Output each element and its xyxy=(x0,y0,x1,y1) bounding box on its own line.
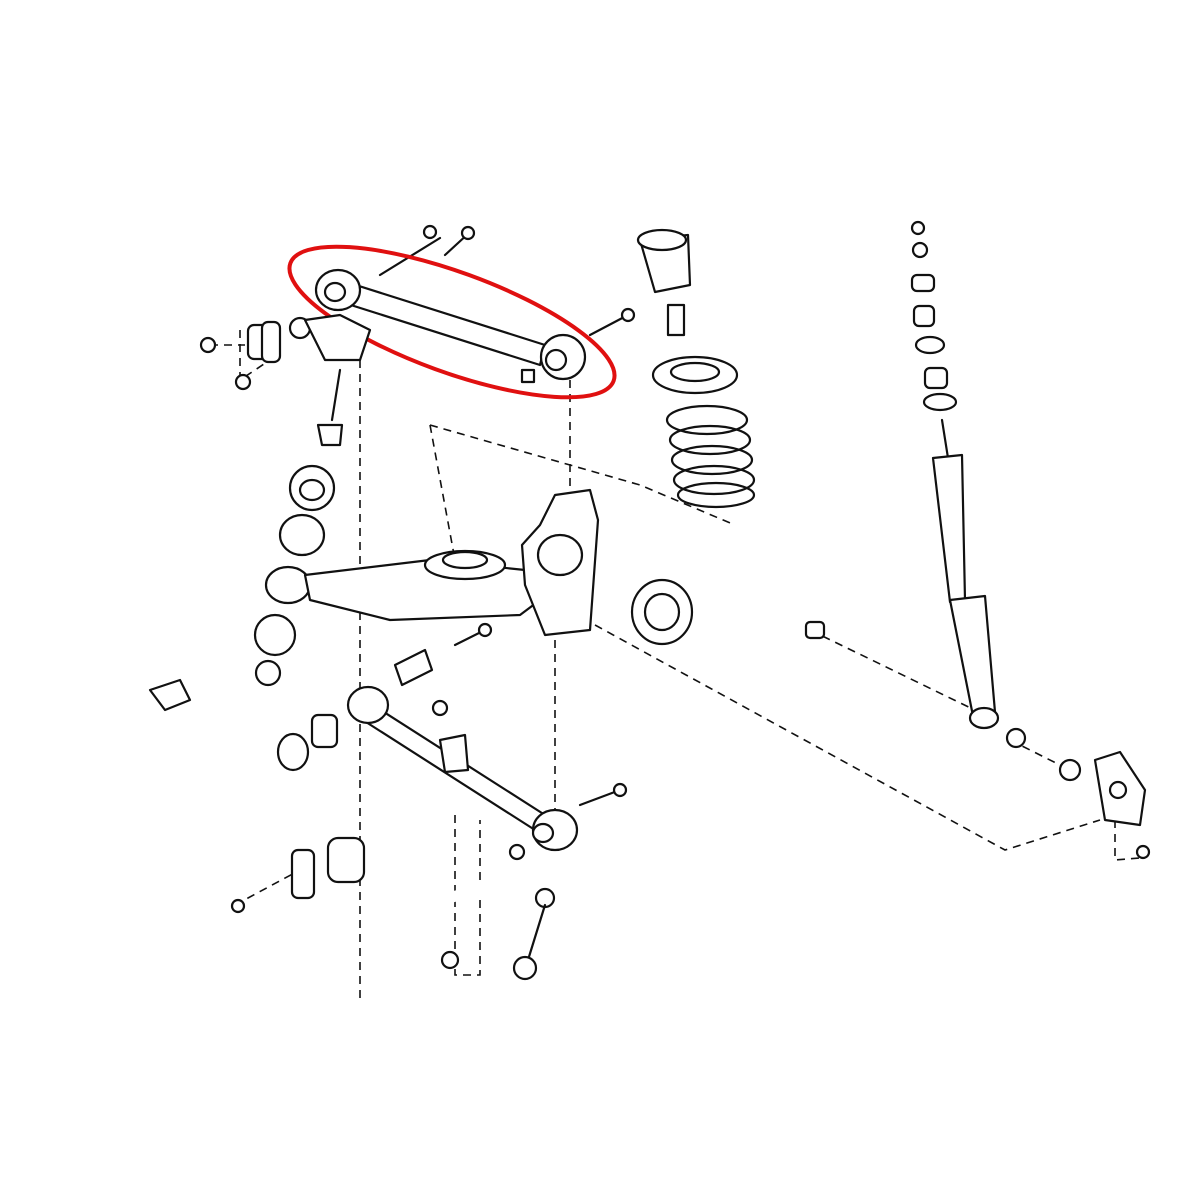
shock-absorber xyxy=(804,220,1082,782)
knuckle-bushing-stack xyxy=(253,368,344,687)
lower-rear-arm xyxy=(276,648,628,861)
bump-stop xyxy=(636,228,692,337)
stabilizer-bar xyxy=(56,654,526,914)
stabilizer-link xyxy=(440,887,556,981)
upper-arm-bushings xyxy=(199,313,372,391)
upper-control-arm[interactable] xyxy=(314,224,636,384)
steering-knuckle xyxy=(453,488,694,647)
coil-spring xyxy=(651,355,756,509)
shock-lower-bracket xyxy=(1093,750,1151,860)
assembly-guide-lines xyxy=(210,330,1141,1000)
highlight-ellipse xyxy=(287,244,617,400)
lower-control-arm xyxy=(264,549,542,622)
